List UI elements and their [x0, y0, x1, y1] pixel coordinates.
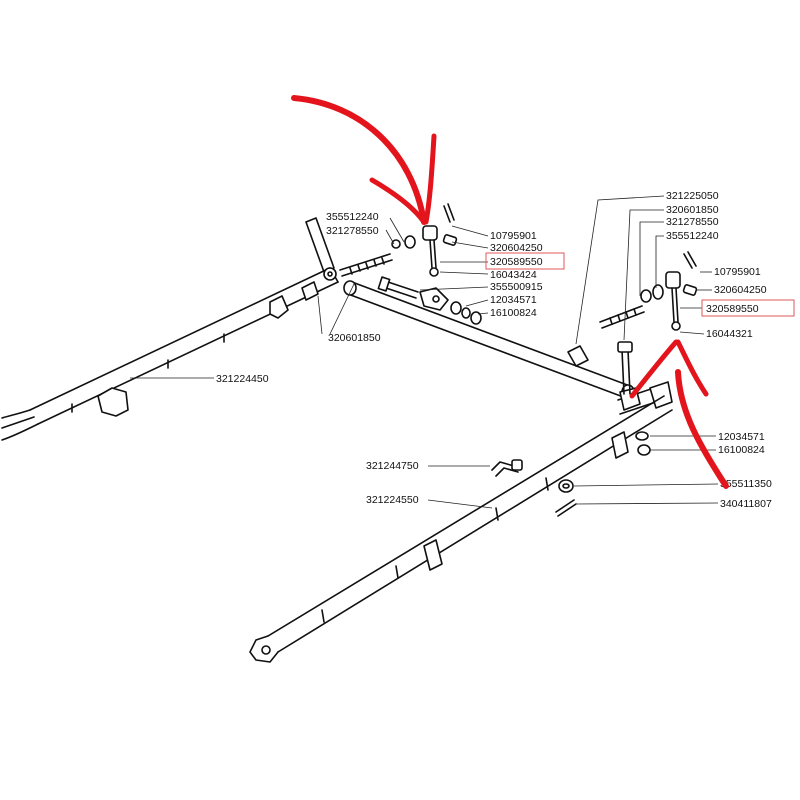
right-end-assembly: [617, 341, 673, 415]
leader-lines: [130, 195, 719, 509]
red-arrow-bottom-head-right: [675, 339, 709, 397]
red-arrow-top-head-right: [423, 133, 437, 225]
part-labels-left: 355512240 321278550 10795901 320604250 3…: [216, 211, 543, 385]
cross-bar-bolt: [377, 276, 419, 299]
label-12034571-left: 12034571: [490, 294, 537, 306]
label-355500915: 355500915: [490, 281, 543, 293]
label-320589550-right: 320589550: [706, 303, 759, 315]
label-16100824-right: 16100824: [718, 444, 765, 456]
label-10795901-left: 10795901: [490, 230, 537, 242]
label-16044321: 16044321: [706, 328, 753, 340]
left-lever: [305, 217, 337, 281]
left-rod: [1, 267, 339, 441]
label-321224550: 321224550: [366, 494, 419, 506]
label-12034571-right: 12034571: [718, 431, 765, 443]
red-arrow-top: [291, 95, 427, 225]
label-10795901-right: 10795901: [714, 266, 761, 278]
cross-bar: [343, 280, 635, 400]
red-arrow-bottom-head-left: [629, 339, 679, 399]
right-small-parts: [491, 431, 651, 517]
left-threaded-stud: [339, 253, 393, 277]
label-355511350: 355511350: [720, 478, 772, 490]
annotation-arrows: [291, 95, 729, 489]
highlight-box-right: [701, 299, 795, 317]
frame-drawing: [1, 203, 698, 663]
part-labels-right: 321225050 320601850 321278550 355512240 …: [666, 190, 772, 510]
red-arrow-top-head-left: [369, 177, 427, 225]
part-labels-bottom: 321244750 321224550: [366, 460, 419, 506]
label-320589550-left: 320589550: [490, 256, 543, 268]
label-321278550-left: 321278550: [326, 225, 379, 237]
right-adjust-link: [599, 251, 698, 331]
left-adjust-link: [391, 203, 458, 277]
label-340411807: 340411807: [720, 498, 772, 510]
label-321225050: 321225050: [666, 190, 719, 202]
label-16043424: 16043424: [490, 269, 537, 281]
label-321224450: 321224450: [216, 373, 269, 385]
red-arrow-bottom: [675, 369, 729, 489]
label-320601850-left: 320601850: [328, 332, 381, 344]
label-355512240-left: 355512240: [326, 211, 379, 223]
label-16100824-left: 16100824: [490, 307, 537, 319]
front-rod: [249, 395, 673, 663]
label-320604250-right: 320604250: [714, 284, 767, 296]
highlight-box-left: [485, 252, 565, 270]
left-washer-group: [450, 301, 482, 325]
label-355512240-right: 355512240: [666, 230, 719, 242]
label-321244750: 321244750: [366, 460, 419, 472]
label-320604250-left: 320604250: [490, 242, 543, 254]
label-321278550-right: 321278550: [666, 216, 719, 228]
label-320601850-right: 320601850: [666, 204, 719, 216]
